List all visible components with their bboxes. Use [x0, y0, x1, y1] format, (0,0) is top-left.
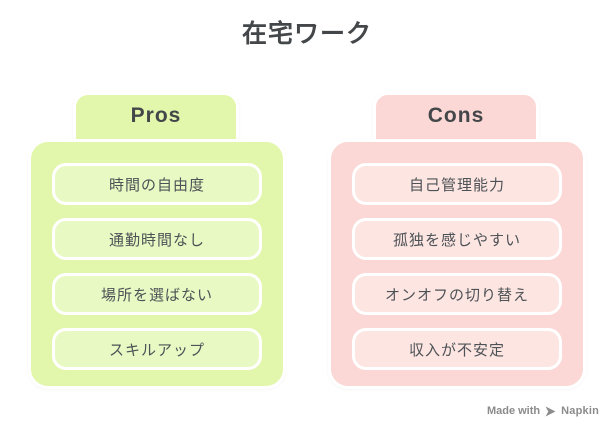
list-item: 収入が不安定 [352, 328, 562, 370]
list-item: 孤独を感じやすい [352, 218, 562, 260]
page-title: 在宅ワーク [241, 20, 372, 48]
list-item: スキルアップ [52, 328, 262, 370]
list-item: 時間の自由度 [52, 163, 262, 205]
pros-tab-label: Pros [130, 104, 182, 127]
list-item: 自己管理能力 [352, 163, 562, 205]
cons-panel: 自己管理能力 孤独を感じやすい オンオフの切り替え 収入が不安定 [328, 139, 586, 389]
list-item: オンオフの切り替え [352, 273, 562, 315]
napkin-logo-icon [545, 406, 556, 417]
list-item: 通勤時間なし [52, 218, 262, 260]
list-item: 場所を選ばない [52, 273, 262, 315]
watermark-prefix: Made with [486, 405, 541, 417]
made-with-napkin-watermark: Made with Napkin [487, 405, 599, 417]
watermark-brand: Napkin [561, 405, 599, 417]
cons-tab-label: Cons [427, 104, 485, 127]
pros-panel: 時間の自由度 通勤時間なし 場所を選ばない スキルアップ [28, 139, 286, 389]
